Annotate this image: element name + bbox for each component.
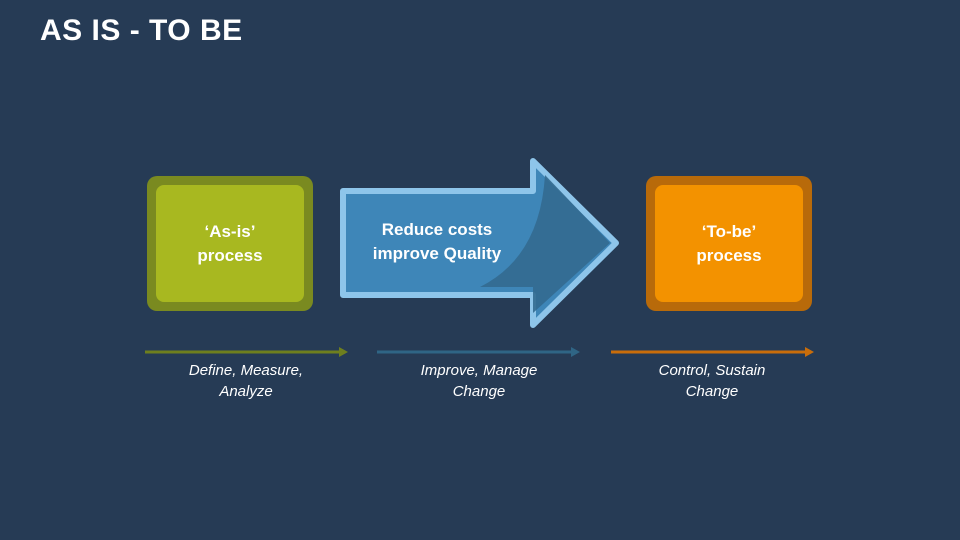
phase-label-control: Control, Sustain Change [658, 362, 766, 400]
phase-arrow-2 [377, 347, 580, 357]
as-is-process-label: ‘As-is’ process [197, 221, 263, 265]
process-arrow [340, 158, 619, 328]
process-arrow-shade [480, 175, 610, 313]
slide-title: AS IS - TO BE [40, 14, 243, 47]
to-be-process-label: ‘To-be’ process [696, 221, 762, 265]
as-is-process-box: ‘As-is’ process [147, 176, 313, 311]
to-be-process-inner: ‘To-be’ process [655, 185, 803, 302]
as-is-process-inner: ‘As-is’ process [156, 185, 304, 302]
process-arrow-label: Reduce costs improve Quality [372, 220, 502, 263]
phase-label-define: Define, Measure, Analyze [188, 362, 304, 400]
phase-arrow-3 [611, 347, 814, 357]
phase-label-improve: Improve, Manage Change [420, 362, 538, 400]
phase-arrow-1 [145, 347, 348, 357]
to-be-process-box: ‘To-be’ process [646, 176, 812, 311]
